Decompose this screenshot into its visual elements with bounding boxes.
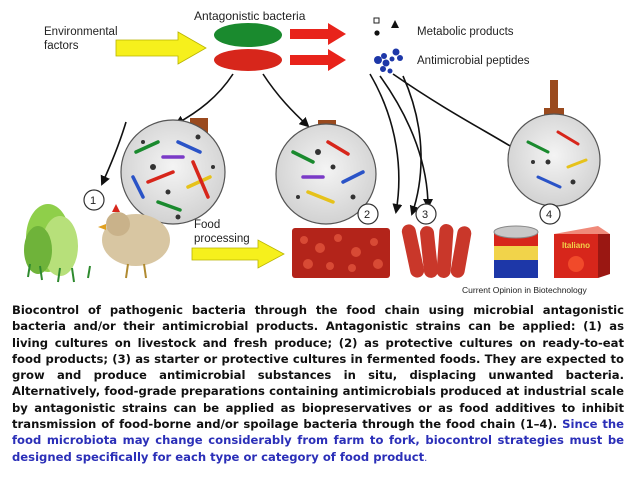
arrow-to-dish-4 [392, 73, 522, 154]
red-bacterium-icon [214, 49, 282, 71]
chicken-icon [98, 204, 170, 279]
microbial-dish-4 [507, 80, 601, 207]
pathway-arrows [100, 73, 522, 216]
metabolic-products-icon [373, 17, 399, 36]
sprouts-icon [27, 263, 91, 283]
green-bacterium-icon [214, 23, 282, 47]
arrow-to-bottom [402, 75, 422, 216]
caption-main-text: Biocontrol of pathogenic bacteria throug… [12, 303, 624, 432]
minced-meat-tray-icon [292, 228, 390, 278]
diagram-canvas: Antagonistic bacteria Environmental fact… [24, 9, 610, 295]
antimicrobial-peptides-icon [374, 48, 403, 74]
arrow-to-meat [369, 73, 403, 214]
sausages-icon [401, 224, 472, 278]
food-can-icon [493, 225, 539, 278]
step-4-badge: 4 [539, 203, 561, 225]
antagonistic-bacteria-label: Antagonistic bacteria [194, 9, 306, 23]
figure-caption: Biocontrol of pathogenic bacteria throug… [12, 302, 624, 467]
microbial-dish-2 [275, 120, 377, 225]
step-2-badge: 2 [357, 203, 379, 225]
arrow-to-products-1 [100, 121, 127, 186]
food-processing-label-2: processing [194, 233, 250, 245]
step-1-badge: 1 [83, 189, 105, 211]
source-credit-label: Current Opinion in Biotechnology [462, 285, 587, 295]
antimicrobial-peptides-label: Antimicrobial peptides [417, 55, 530, 67]
metabolic-arrow-icon [290, 23, 346, 45]
metabolic-products-label: Metabolic products [417, 26, 514, 38]
arrow-to-sausages [379, 75, 433, 209]
caption-highlight-text: Since the food microbiota may change con… [12, 417, 625, 464]
caption-end-punctuation: . [424, 452, 428, 464]
svg-text:2: 2 [364, 209, 370, 221]
peptides-arrow-icon [290, 49, 346, 71]
environmental-factors-label-1: Environmental [44, 26, 118, 38]
svg-text:4: 4 [546, 209, 552, 221]
tomato-box-icon: Italiano [554, 226, 610, 278]
environmental-factors-arrow-icon [115, 31, 207, 65]
food-processing-label-1: Food [194, 219, 220, 231]
biocontrol-diagram: Antagonistic bacteria Environmental fact… [8, 2, 630, 298]
step-3-badge: 3 [415, 203, 437, 225]
food-processing-arrow-icon [191, 239, 285, 269]
svg-text:1: 1 [90, 195, 96, 207]
arrow-to-dish-2 [262, 73, 310, 128]
box-brand-text: Italiano [562, 241, 590, 250]
microbial-dish-1 [120, 118, 226, 225]
svg-text:3: 3 [422, 209, 428, 221]
lettuce-icon [24, 204, 78, 276]
arrow-to-dish-1 [174, 73, 234, 125]
environmental-factors-label-2: factors [44, 40, 79, 52]
